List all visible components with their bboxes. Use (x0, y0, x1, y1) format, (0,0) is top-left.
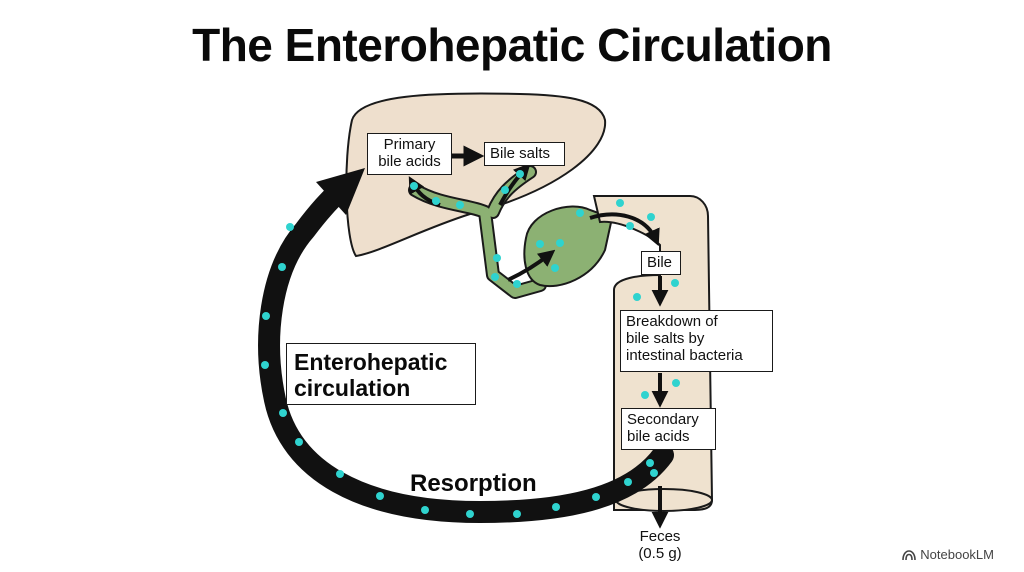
circulation-arrow (258, 181, 674, 524)
notebooklm-logo-icon (902, 549, 917, 560)
label-bile: Bile (641, 251, 681, 275)
label-breakdown: Breakdown of bile salts by intestinal ba… (620, 310, 773, 372)
label-feces: Feces (0.5 g) (638, 528, 682, 562)
page-title: The Enterohepatic Circulation (192, 19, 832, 71)
brand-badge: NotebookLM (902, 547, 994, 562)
label-primary-bile-acids: Primary bile acids (367, 133, 452, 175)
circulation-arrowhead (316, 168, 365, 215)
arrow-to-gallbladder (507, 249, 556, 282)
brand-name: NotebookLM (920, 547, 994, 562)
label-bile-salts: Bile salts (484, 142, 565, 166)
label-enterohepatic-circulation: Enterohepatic circulation (286, 343, 476, 405)
arrow-duct-right (498, 163, 531, 206)
bile-particles (261, 170, 680, 518)
label-resorption: Resorption (410, 470, 537, 497)
label-secondary-bile-acids: Secondary bile acids (621, 408, 716, 450)
arrow-gallbladder-to-intestine (589, 212, 660, 247)
